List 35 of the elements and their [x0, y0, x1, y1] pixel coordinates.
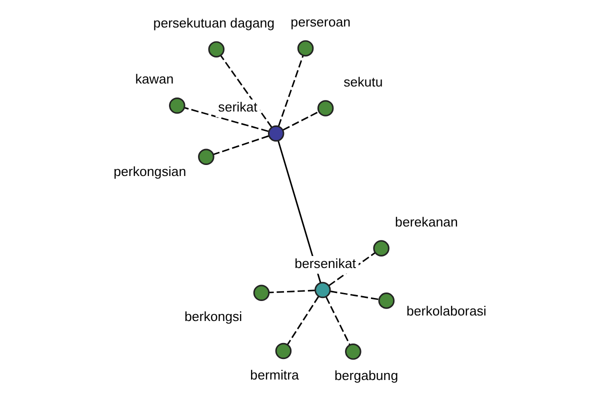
node-label: persekutuan dagang	[153, 15, 275, 30]
node-label: bermitra	[250, 367, 299, 382]
node-label: bergabung	[334, 368, 398, 384]
connector	[286, 296, 320, 346]
node-label: kawan	[135, 72, 174, 87]
node-circle	[297, 40, 314, 56]
node-circle	[314, 282, 331, 298]
connector	[330, 290, 379, 300]
node-label: berekanan	[395, 214, 458, 230]
node-label: perseroan	[290, 14, 351, 30]
node-circle	[198, 148, 214, 166]
connector	[278, 55, 304, 126]
node-circle	[275, 342, 292, 360]
node-circle	[373, 240, 390, 256]
connector	[184, 107, 269, 132]
node-circle	[317, 100, 334, 116]
connector	[220, 55, 272, 128]
node-label: bersenikat	[294, 256, 356, 272]
connector	[282, 111, 319, 131]
node-label: berkongsi	[184, 309, 242, 324]
node-circle	[345, 344, 362, 360]
connector	[269, 290, 316, 294]
connector	[326, 296, 350, 345]
connector	[278, 140, 322, 284]
node-circle	[268, 125, 284, 142]
connector	[328, 252, 376, 286]
node-circle	[253, 284, 270, 301]
node-label: sekutu	[344, 74, 383, 90]
node-label: serikat	[218, 100, 258, 115]
node-circle	[169, 98, 186, 114]
node-label: berkolaborasi	[406, 303, 486, 318]
node-circle	[378, 292, 395, 309]
node-circle	[208, 41, 225, 58]
node-label: perkongsian	[114, 164, 186, 179]
connector	[213, 135, 269, 156]
